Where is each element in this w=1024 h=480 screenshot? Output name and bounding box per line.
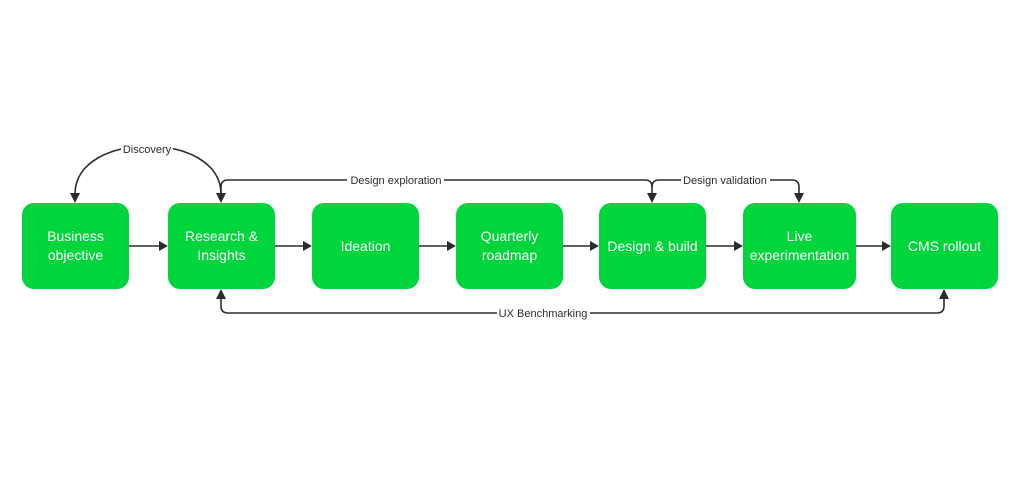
node-live-line-2: experimentation bbox=[750, 247, 850, 263]
node-research-line-1: Research & bbox=[185, 228, 259, 244]
edge-ux-benchmarking: UX Benchmarking bbox=[216, 289, 949, 320]
node-ideation-line-1: Ideation bbox=[341, 238, 391, 254]
node-business-line-2: objective bbox=[48, 247, 103, 263]
edge-design-validation: Design validation bbox=[651, 173, 804, 203]
node-research[interactable]: Research & Insights bbox=[168, 203, 275, 289]
edge-label-discovery: Discovery bbox=[123, 144, 172, 156]
node-business-line-1: Business bbox=[47, 228, 104, 244]
flow-arrow-3 bbox=[419, 241, 456, 251]
node-live[interactable]: Live experimentation bbox=[743, 203, 856, 289]
node-roadmap-line-2: roadmap bbox=[482, 247, 537, 263]
node-business[interactable]: Business objective bbox=[22, 203, 129, 289]
edge-label-ux-benchmarking: UX Benchmarking bbox=[499, 308, 588, 320]
flow-arrow-5 bbox=[706, 241, 743, 251]
edge-label-design-validation: Design validation bbox=[683, 175, 767, 187]
edge-discovery: Discovery bbox=[70, 142, 226, 203]
edge-label-design-exploration: Design exploration bbox=[350, 175, 441, 187]
node-roadmap-line-1: Quarterly bbox=[481, 228, 539, 244]
node-cms-line-1: CMS rollout bbox=[908, 238, 981, 254]
flow-arrow-4 bbox=[563, 241, 599, 251]
node-research-line-2: Insights bbox=[197, 247, 245, 263]
node-cms[interactable]: CMS rollout bbox=[891, 203, 998, 289]
node-ideation[interactable]: Ideation bbox=[312, 203, 419, 289]
edge-design-exploration: Design exploration bbox=[220, 173, 657, 203]
node-live-line-1: Live bbox=[787, 228, 813, 244]
node-design-build[interactable]: Design & build bbox=[599, 203, 706, 289]
flow-arrow-6 bbox=[856, 241, 891, 251]
node-roadmap[interactable]: Quarterly roadmap bbox=[456, 203, 563, 289]
flow-arrow-2 bbox=[275, 241, 312, 251]
flow-arrow-1 bbox=[129, 241, 168, 251]
node-design-build-line-1: Design & build bbox=[607, 238, 697, 254]
